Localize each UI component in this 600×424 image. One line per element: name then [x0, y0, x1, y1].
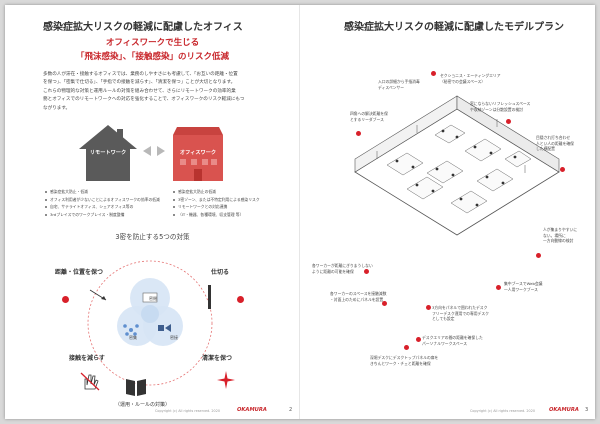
- measure-dot: [237, 296, 244, 303]
- copyright: Copyright (c) All rights reserved. 2020: [155, 409, 221, 413]
- callout-entrance-sanitizer: 入口の詳細から手指消毒 ディスペンサー: [378, 79, 420, 90]
- rules-label: （運用・ルールの対策）: [115, 402, 171, 408]
- remote-benefits-list: 感染症拡大防止・低減 オフィス利用者が少ないことによるオフィスワークの効率の低減…: [45, 188, 160, 218]
- intro-line: 務とオフィスでのリモートワークへの対応を強化することで、オフィスワークのリスク軽…: [43, 97, 245, 103]
- callout-worker-distance: 各ワーカーが距離にぎりまうしない ように距離の可能を確保: [312, 263, 373, 274]
- intro-line: これらの物理的な対策と運用ルールの対策を組み合わせて、さらにリモートワークの効率…: [43, 88, 236, 94]
- list-item: （IT・機器、各種環境、収支管理 等）: [173, 211, 260, 219]
- callout-one-way-route: 人が集まりやすいに ない。場所に 一方向動線の検討: [543, 227, 578, 244]
- brand-logo: OKAMURA: [549, 407, 579, 413]
- callout-dot: [431, 71, 436, 76]
- list-item: 感染症拡大防止の低減: [173, 188, 260, 196]
- sanmitsu-crowded-label: 密集: [129, 335, 137, 340]
- callout-personal-workspace: デスクエリアの間の距離を確保した パーソナルワークスペース: [422, 335, 483, 346]
- distance-arrow-icon: [89, 289, 107, 301]
- intro-line: 多数の人が滞在・接触するオフィスでは、業務のしやすさにも考慮して、「お互いの距離…: [43, 72, 238, 77]
- callout-refresh-space: 窓にならないリフレッシュスペース や収納ゾーンは分散設置の検討: [470, 101, 531, 112]
- sparkle-icon: [217, 371, 235, 389]
- five-measures-diagram: [87, 260, 213, 386]
- office-work-label: オフィスワーク: [179, 150, 217, 156]
- page-gutter: [299, 5, 300, 419]
- sanmitsu-close-label: 密接: [170, 335, 178, 340]
- list-item: 3rdプレイスでのワークプレイス・制度整備: [45, 211, 160, 219]
- callout-dot: [382, 301, 387, 306]
- list-item: オフィス利用者が少ないことによるオフィスワークの効率の低減: [45, 196, 160, 204]
- countermeasures-title: 3密を防止する5つの対策: [115, 233, 190, 241]
- left-page: 感染症拡大リスクの軽減に配慮したオフィス オフィスワークで生じる 「飛沫感染」、…: [5, 5, 300, 419]
- callout-dot: [560, 167, 565, 172]
- right-page: 感染症拡大リスクの軽減に配慮したモデルプラン: [300, 5, 595, 419]
- callout-dot: [536, 253, 541, 258]
- callout-dot: [404, 345, 409, 350]
- office-building-icon: [173, 127, 223, 181]
- rulebook-icon: [126, 379, 146, 396]
- callout-dot: [364, 269, 369, 274]
- callout-dot: [356, 131, 361, 136]
- house-icon: [79, 125, 137, 181]
- measure-keep-distance: 距離・位置を保つ: [55, 269, 104, 276]
- remote-work-label: リモートワーク: [89, 150, 127, 156]
- page-title: 感染症拡大リスクの軽減に配慮したモデルプラン: [344, 22, 564, 33]
- sanmitsu-closed-label: 密閉: [149, 296, 157, 301]
- list-item: 3密ゾーン、または不特定利用による感染リスク: [173, 196, 260, 204]
- callout-three-side-desk: 3方向をパネルで囲われたデスク フリーデスク運用での専用デスク としても設定: [432, 305, 489, 322]
- document-spread: 感染症拡大リスクの軽減に配慮したオフィス オフィスワークで生じる 「飛沫感染」、…: [5, 5, 595, 419]
- subtitle-line-1: オフィスワークで生じる: [105, 38, 200, 48]
- intro-paragraph: 多数の人が滞在・接触するオフィスでは、業務のしやすさにも考慮して、「お互いの距離…: [43, 71, 265, 113]
- measure-reduce-contact: 接触を減らす: [69, 355, 105, 362]
- partition-icon: [208, 285, 211, 309]
- list-item: リモートワークとの対応連携: [173, 203, 260, 211]
- callout-dot: [416, 337, 421, 342]
- list-item: 自宅、サテライトオフィス、シェアオフィス等の: [45, 203, 160, 211]
- callout-side-meeting: 目隠され打ち合わせ 人とい人の距離を確保 した横配置: [536, 135, 574, 152]
- measure-partition: 仕切る: [211, 269, 230, 276]
- intro-line: を保つ」、「密集で仕切る」、「手指での接触を減らす」、「清潔を保つ」ことが大切と…: [43, 80, 236, 86]
- callout-dot: [496, 285, 501, 290]
- measure-keep-clean: 清潔を保つ: [202, 355, 233, 362]
- measure-dot: [62, 296, 69, 303]
- callout-meeting-area: セクショニス・エーティングエリア （秘密での会議スペース）: [440, 73, 501, 84]
- callout-leader-booth: 四角への解決距離を保 とするリーダブース: [350, 111, 388, 122]
- subtitle-line-2: 「飛沫感染」、「接触感染」のリスク低減: [75, 52, 229, 62]
- list-item: 感染症拡大防止・低減: [45, 188, 160, 196]
- callout-panels: 各ワーカーのスペースを接触減数 ・対面上のためにパネルを設置: [330, 291, 387, 302]
- intro-line: ながります。: [43, 105, 71, 111]
- callout-focus-booth: 集中ブースでWeb会議 一人用ワークブース: [504, 281, 543, 292]
- exchange-arrows-icon: [143, 146, 165, 156]
- no-touch-hand-icon: [80, 372, 100, 391]
- remote-work-house: リモートワーク: [77, 123, 139, 183]
- page-number: 3: [585, 407, 589, 413]
- office-work-building: オフィスワーク: [167, 123, 229, 183]
- callout-dot: [426, 305, 431, 310]
- callout-dot: [506, 119, 511, 124]
- callout-desktop-panel: 深堀デスクにデスクトップパネルの扉を きちんとワーク・チェと距離を確保: [370, 355, 439, 366]
- brand-logo: OKAMURA: [237, 407, 267, 413]
- page-title: 感染症拡大リスクの軽減に配慮したオフィス: [43, 22, 243, 33]
- isometric-floor-plan: [354, 95, 560, 236]
- copyright: Copyright (c) All rights reserved. 2020: [470, 409, 536, 413]
- page-number: 2: [289, 407, 293, 413]
- office-issues-list: 感染症拡大防止の低減 3密ゾーン、または不特定利用による感染リスク リモートワー…: [173, 188, 260, 218]
